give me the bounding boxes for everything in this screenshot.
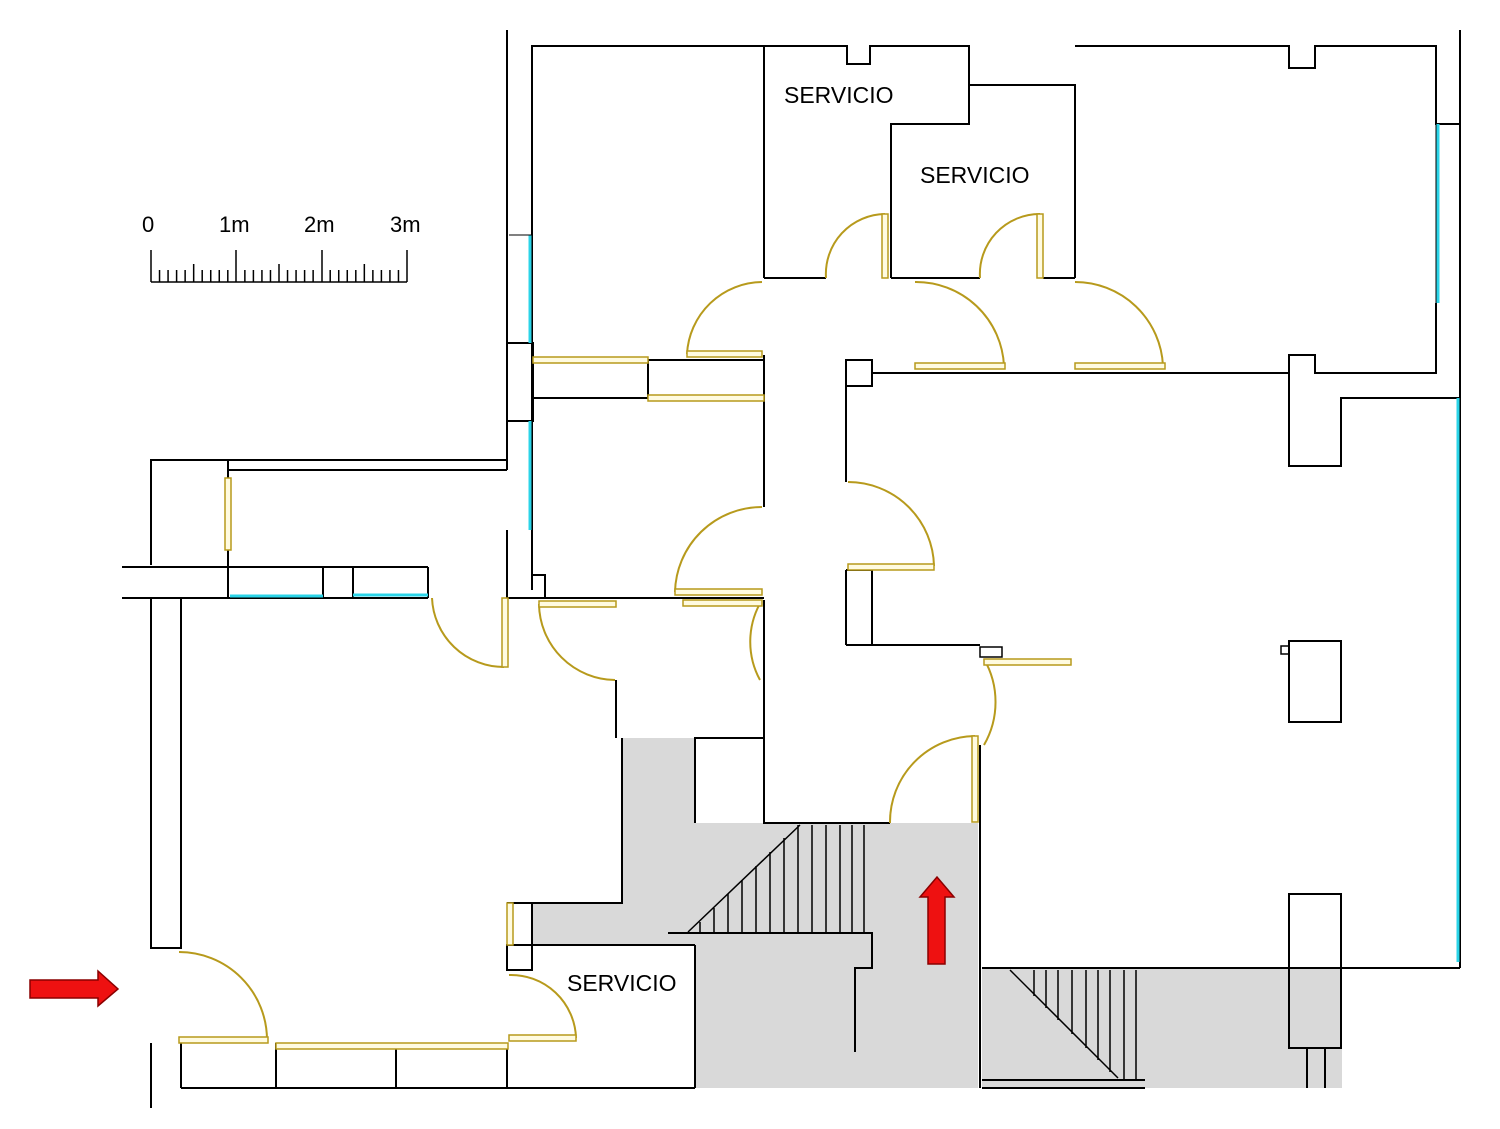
scale-bar: 0 1m 2m 3m (142, 212, 421, 283)
room-label-servicio-top-right: SERVICIO (920, 162, 1030, 188)
access-arrow-icon (918, 875, 956, 965)
staircase-main (668, 824, 873, 1052)
scale-label-1m: 1m (219, 212, 250, 237)
room-label-servicio-top-left: SERVICIO (784, 82, 894, 108)
staircase-right (1009, 969, 1137, 1080)
scale-label-3m: 3m (390, 212, 421, 237)
room-label-servicio-bottom: SERVICIO (567, 970, 677, 996)
scale-label-0: 0 (142, 212, 154, 237)
scale-label-2m: 2m (304, 212, 335, 237)
common-area (532, 738, 1342, 1088)
windows (230, 124, 1460, 962)
doors (178, 212, 1166, 1050)
entrance-arrow-icon (29, 969, 120, 1008)
